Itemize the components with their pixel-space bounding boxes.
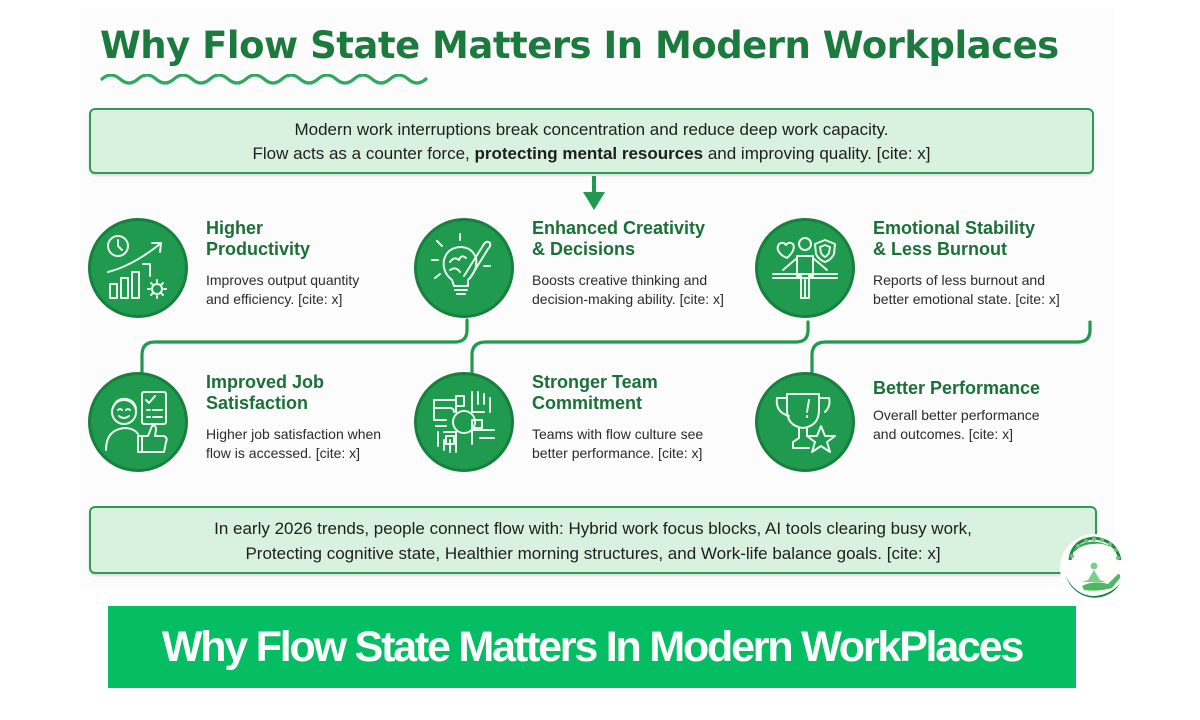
intro-summary-box: Modern work interruptions break concentr… xyxy=(89,108,1094,174)
page-title: Why Flow State Matters In Modern Workpla… xyxy=(100,24,1059,67)
banner-title: Why Flow State Matters In Modern WorkPla… xyxy=(161,622,1025,671)
feature-description: Boosts creative thinking and decision-ma… xyxy=(532,272,724,307)
meditation-tree-logo-icon xyxy=(1060,534,1128,602)
trophy-star-icon xyxy=(755,372,855,472)
feature-title: Enhanced Creativity & Decisions xyxy=(532,218,706,259)
feature-enhanced-creativity: Enhanced Creativity & Decisions Boosts c… xyxy=(414,218,754,328)
team-hands-icon xyxy=(414,372,514,472)
job-satisfaction-icon xyxy=(88,372,188,472)
feature-title: Better Performance xyxy=(873,378,1041,398)
intro-emphasis: protecting mental resources xyxy=(474,144,704,163)
feature-emotional-stability: Emotional Stability & Less Burnout Repor… xyxy=(755,218,1095,328)
title-banner: Why Flow State Matters In Modern WorkPla… xyxy=(108,606,1076,688)
feature-description: Teams with flow culture see better perfo… xyxy=(532,426,704,461)
feature-title: Emotional Stability & Less Burnout xyxy=(873,218,1036,259)
title-squiggle-underline xyxy=(100,74,428,85)
feature-description: Overall better performance and outcomes.… xyxy=(873,407,1040,442)
trends-line-1: In early 2026 trends, people connect flo… xyxy=(214,519,972,538)
feature-title: Higher Productivity xyxy=(206,218,311,259)
trends-summary-box: In early 2026 trends, people connect flo… xyxy=(89,506,1097,574)
infographic-background xyxy=(80,8,1115,588)
feature-team-commitment: Stronger Team Commitment Teams with flow… xyxy=(414,372,754,482)
feature-description: Higher job satisfaction when flow is acc… xyxy=(206,426,382,461)
intro-line-2: Flow acts as a counter force, protecting… xyxy=(252,144,931,163)
feature-description: Improves output quantity and efficiency.… xyxy=(206,272,360,307)
feature-job-satisfaction: Improved Job Satisfaction Higher job sat… xyxy=(88,372,428,482)
feature-title: Stronger Team Commitment xyxy=(532,372,658,413)
creative-lightbulb-icon xyxy=(414,218,514,318)
feature-description: Reports of less burnout and better emoti… xyxy=(873,272,1060,307)
trends-line-2: Protecting cognitive state, Healthier mo… xyxy=(245,544,941,563)
down-arrow-icon xyxy=(583,176,605,210)
productivity-chart-icon xyxy=(88,218,188,318)
balanced-person-icon xyxy=(755,218,855,318)
feature-higher-productivity: Higher Productivity Improves output quan… xyxy=(88,218,428,328)
feature-title: Improved Job Satisfaction xyxy=(206,372,325,413)
intro-line-1: Modern work interruptions break concentr… xyxy=(294,120,889,139)
feature-better-performance: Better Performance Overall better perfor… xyxy=(755,372,1095,482)
